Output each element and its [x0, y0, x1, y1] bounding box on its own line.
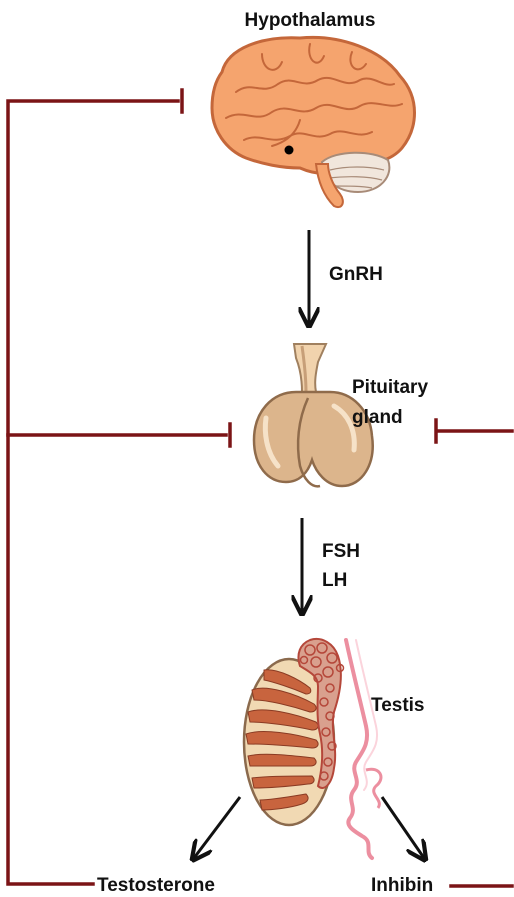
testosterone-arrow [194, 797, 240, 858]
pituitary-label-line2: gland [352, 407, 403, 428]
testosterone-feedback-line [8, 101, 178, 884]
inhibin-label: Inhibin [371, 875, 433, 896]
testis-icon [244, 639, 381, 858]
fsh-label: FSH [322, 541, 360, 562]
lh-label: LH [322, 570, 347, 591]
testosterone-label: Testosterone [97, 875, 215, 896]
brain-icon [212, 37, 415, 207]
hypothalamus-label: Hypothalamus [245, 10, 376, 31]
pituitary-label-line1: Pituitary [352, 377, 428, 398]
gnrh-label: GnRH [329, 264, 383, 285]
testis-label: Testis [371, 695, 425, 716]
inhibin-arrow [382, 797, 424, 858]
